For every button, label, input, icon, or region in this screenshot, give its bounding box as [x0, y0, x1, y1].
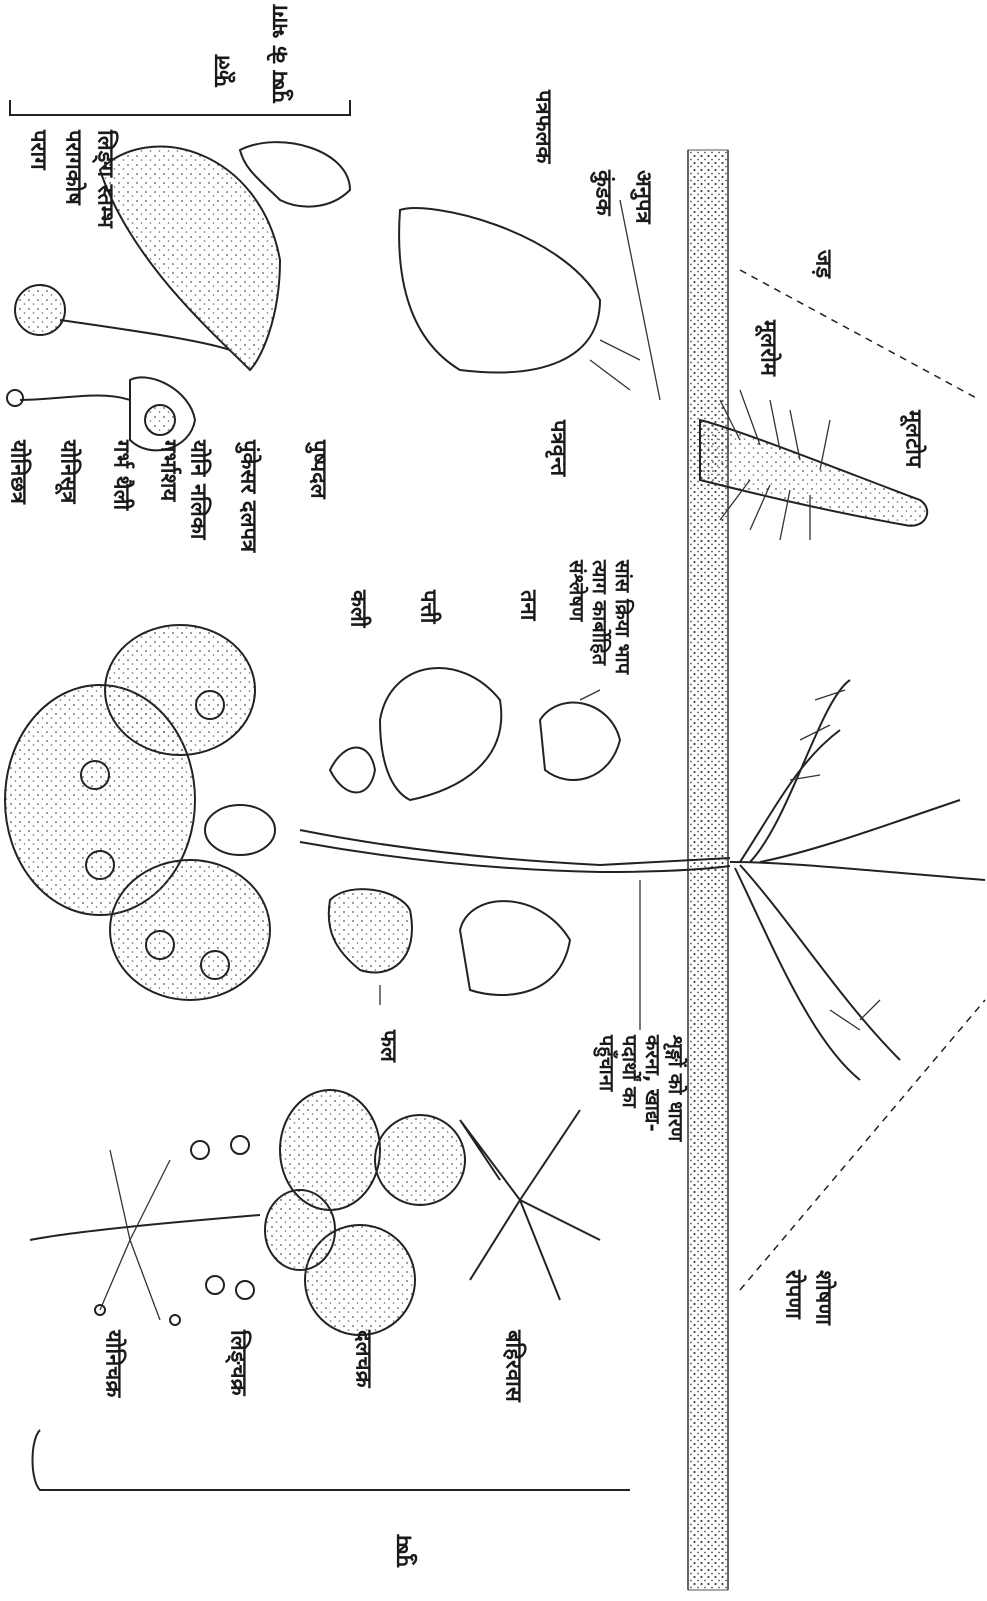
- label-jad: जड़: [810, 250, 835, 278]
- label-shringo: शृङ्गों को धारण करना, खाद्य- पदार्थों का…: [595, 1035, 687, 1155]
- root-magnify-lines: [740, 270, 985, 1290]
- label-pushp-dal: पुंकेसर दलपत्र: [235, 440, 260, 552]
- label-garbhashay: गर्भाशय: [155, 440, 180, 501]
- label-pushpdal: पुष्पदल: [305, 440, 330, 499]
- flower-large: [5, 625, 275, 1000]
- label-ropana: रोपणा: [780, 1270, 805, 1319]
- label-parag: पराग: [25, 130, 50, 170]
- sepal-detail: [240, 142, 350, 206]
- label-shoshana: शोषणा: [810, 1270, 835, 1325]
- leaf-lower: [460, 901, 570, 995]
- leaf-stalk-right: [540, 703, 620, 780]
- label-yonisutra: योनिसूत्र: [55, 440, 80, 503]
- leaf-detail: [399, 200, 660, 400]
- whorl-pistils: [30, 1150, 260, 1325]
- title-flipped-top: पुष्प के भाग: [268, 5, 293, 103]
- label-lingchakra: लिङ्‌चक्र: [225, 1330, 250, 1396]
- leaf-upper: [380, 668, 501, 800]
- whorl-petals: [265, 1090, 465, 1335]
- label-kundak: कुंडक: [590, 170, 615, 216]
- root-magnified: [700, 390, 927, 540]
- label-yoni-nalika: योनि नलिका: [185, 440, 210, 539]
- flower-label-flipped-2: पुष्प: [392, 1535, 417, 1567]
- label-paragkosh: परागकोष: [60, 130, 85, 205]
- label-saans: सांस क्रिया भाप त्याग कार्बोहित संश्लेषण: [565, 560, 634, 690]
- bud: [330, 748, 375, 793]
- label-yonichakra: योनिचक्र: [100, 1330, 125, 1397]
- petal-detail: [100, 147, 280, 370]
- fruit: [329, 889, 412, 972]
- label-patti: पत्ती: [415, 590, 440, 623]
- label-bahirvas: बहिरवास: [500, 1330, 525, 1402]
- label-anupatra: अनुपत्र: [630, 170, 655, 224]
- main-stem: [300, 830, 730, 872]
- label-dalchakra: दलचक्र: [350, 1330, 375, 1387]
- whorl-sepals: [460, 1110, 600, 1300]
- label-mooljom: मूलरोम: [755, 320, 780, 376]
- brace-left-bottom: [33, 1430, 631, 1490]
- label-garbh-thaili: गर्भ थैली: [108, 440, 133, 510]
- label-lingstambh: लिङ्‌ग स्तम्भ: [92, 130, 117, 228]
- label-patrafalak: पत्रफलक: [530, 90, 555, 163]
- label-tana: तना: [515, 590, 540, 620]
- label-fal: फल: [375, 1030, 400, 1062]
- flower-label-flipped: फूल: [210, 55, 235, 87]
- roots: [730, 680, 985, 1080]
- label-mooltop: मूलटोप: [900, 410, 925, 467]
- brace-top: [10, 100, 350, 115]
- label-patravrint: पत्रवृन्त: [545, 420, 570, 476]
- label-yonichhatra: योनिछत्र: [5, 440, 30, 504]
- label-kali: कली: [345, 590, 370, 628]
